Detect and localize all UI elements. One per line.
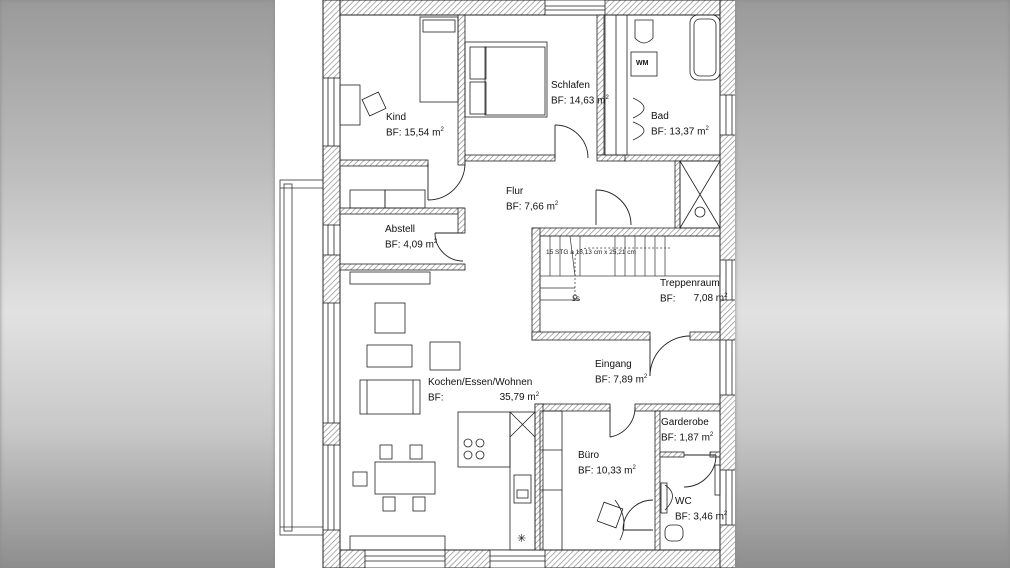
room-name: Bad — [651, 111, 669, 122]
room-name: Büro — [578, 450, 600, 461]
buero-furniture — [596, 499, 625, 541]
washing-machine-label: WM — [636, 60, 649, 67]
room-name: Eingang — [595, 359, 632, 370]
room-label-schlafen: Schlafen BF: 14,63 m2 — [551, 79, 609, 107]
stair-dimension-note: 15 STG a 18,13 cm x 25,21 cm — [546, 249, 636, 256]
blurred-background-left — [0, 0, 275, 568]
room-area: BF:35,79 m2 — [428, 392, 540, 404]
room-label-buero: Büro BF: 10,33 m2 — [578, 449, 636, 477]
room-name: Garderobe — [661, 417, 709, 428]
interior-walls — [339, 14, 721, 551]
hob-icon: ✳ — [517, 533, 527, 545]
room-label-wc: WC BF: 3,46 m2 — [675, 495, 727, 523]
wc-fixtures — [660, 464, 721, 542]
staircase — [539, 235, 721, 301]
floor-plan-drawing — [279, 0, 735, 568]
room-label-kind: Kind BF: 15,54 m2 — [386, 111, 444, 139]
floor-plan-sheet: Kind BF: 15,54 m2 Schlafen BF: 14,63 m2 … — [275, 0, 735, 568]
room-name: Flur — [506, 186, 524, 197]
room-area: BF:7,08 m2 — [660, 293, 728, 305]
schlafen-furniture — [464, 14, 628, 156]
room-area: BF: 7,66 m2 — [506, 201, 559, 213]
room-area: BF: 14,63 m2 — [551, 95, 609, 107]
room-area: BF: 7,89 m2 — [595, 374, 648, 386]
room-label-garderobe: Garderobe BF: 1,87 m2 — [661, 416, 713, 444]
room-area: BF: 1,87 m2 — [661, 432, 714, 444]
blurred-background-right — [735, 0, 1010, 568]
room-name: Kind — [386, 112, 407, 123]
kind-furniture — [339, 16, 459, 209]
room-label-eingang: Eingang BF: 7,89 m2 — [595, 358, 647, 386]
room-area: BF: 15,54 m2 — [386, 127, 444, 139]
room-area: BF: 10,33 m2 — [578, 465, 636, 477]
room-name: WC — [675, 496, 692, 507]
doors — [427, 124, 717, 531]
room-area: BF: 3,46 m2 — [675, 511, 728, 523]
room-label-bad: Bad BF: 13,37 m2 — [651, 110, 709, 138]
bad-fixtures — [630, 14, 721, 229]
room-name: Schlafen — [551, 80, 590, 91]
room-label-treppenraum: Treppenraum BF:7,08 m2 — [660, 277, 727, 305]
room-name: Treppenraum — [660, 278, 720, 289]
room-area: BF: 13,37 m2 — [651, 126, 709, 138]
stair-start-label: 1S — [572, 296, 580, 303]
room-label-abstell: Abstell BF: 4,09 m2 — [385, 223, 437, 251]
room-label-kochen-essen-wohnen: Kochen/Essen/Wohnen BF:35,79 m2 — [428, 376, 539, 404]
room-area: BF: 4,09 m2 — [385, 239, 438, 251]
living-furniture — [349, 271, 461, 551]
terrace — [279, 179, 324, 536]
kitchen — [457, 410, 563, 551]
room-name: Kochen/Essen/Wohnen — [428, 377, 533, 388]
room-label-flur: Flur BF: 7,66 m2 — [506, 185, 558, 213]
room-name: Abstell — [385, 224, 416, 235]
